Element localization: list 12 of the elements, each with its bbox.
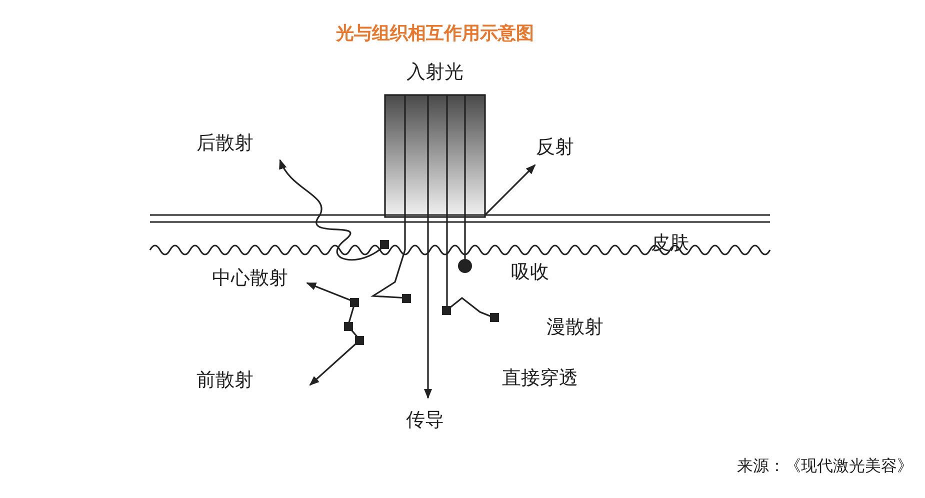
source-caption: 来源：《现代激光美容》	[737, 456, 913, 477]
part-label: 入射光	[406, 60, 464, 85]
part-label: 漫散射	[546, 315, 604, 340]
part-label: 中心散射	[212, 266, 288, 291]
part-label: 皮肤	[651, 231, 689, 256]
part-label: 直接穿透	[502, 366, 578, 391]
part-label: 传导	[406, 408, 444, 433]
part-label: 前散射	[196, 368, 254, 393]
part-label: 后散射	[196, 131, 254, 156]
part-label: 反射	[536, 135, 574, 160]
part-label: 吸收	[511, 260, 549, 285]
diagram-title: 光与组织相互作用示意图	[336, 22, 534, 45]
